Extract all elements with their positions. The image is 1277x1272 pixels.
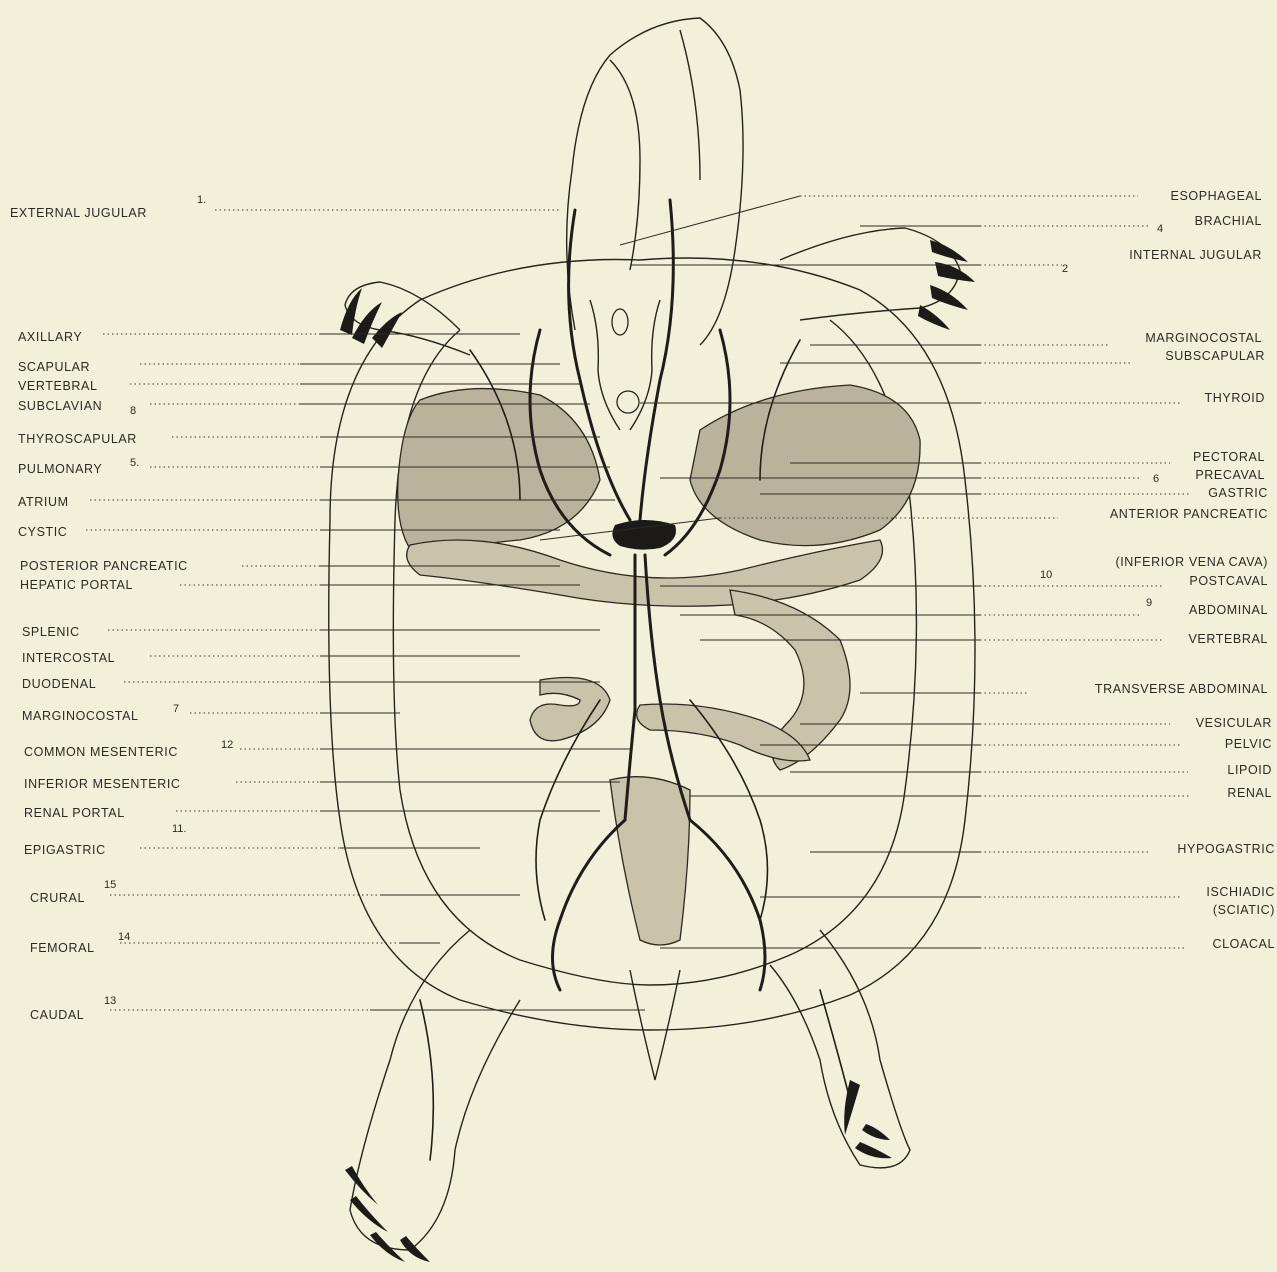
liver-right-lobe: [690, 385, 920, 546]
label-inferior-mesenteric: INFERIOR MESENTERIC: [24, 777, 181, 791]
label-precaval: PRECAVAL: [1195, 468, 1265, 482]
number-caudal: 13: [104, 995, 116, 1007]
label-common-mesenteric: COMMON MESENTERIC: [24, 745, 178, 759]
label-brachial: BRACHIAL: [1195, 214, 1262, 228]
number-internal-jugular: 2: [1062, 263, 1068, 275]
label-postcaval: POSTCAVAL: [1189, 574, 1268, 588]
label-esophageal: ESOPHAGEAL: [1171, 189, 1262, 203]
label-hypogastric: HYPOGASTRIC: [1177, 842, 1275, 856]
label-thyroid: THYROID: [1205, 391, 1265, 405]
label-intercostal: INTERCOSTAL: [22, 651, 115, 665]
number-external-jugular: 1.: [197, 194, 206, 206]
label-hepatic-portal: HEPATIC PORTAL: [20, 578, 133, 592]
number-subclavian: 8: [130, 405, 136, 417]
label-cystic: CYSTIC: [18, 525, 67, 539]
label-ischiadic: ISCHIADIC: [1206, 885, 1275, 899]
label-posterior-pancreatic: POSTERIOR PANCREATIC: [20, 559, 188, 573]
number-brachial: 4: [1157, 223, 1163, 235]
number-inferior-vena-cava: 10: [1040, 569, 1052, 581]
label-external-jugular: EXTERNAL JUGULAR: [10, 206, 147, 220]
label-axillary: AXILLARY: [18, 330, 82, 344]
head-outline: [567, 18, 743, 345]
label-duodenal: DUODENAL: [22, 677, 96, 691]
label-scapular: SCAPULAR: [18, 360, 90, 374]
number-pulmonary: 5.: [130, 457, 139, 469]
label-epigastric: EPIGASTRIC: [24, 843, 106, 857]
label-pectoral: PECTORAL: [1193, 450, 1265, 464]
cloaca-region: [610, 777, 690, 945]
label-renal-portal: RENAL PORTAL: [24, 806, 125, 820]
number-femoral: 14: [118, 931, 130, 943]
number-crural: 15: [104, 879, 116, 891]
label-pelvic: PELVIC: [1225, 737, 1272, 751]
right-hindlimb: [770, 930, 910, 1168]
label-renal: RENAL: [1227, 786, 1272, 800]
label-internal-jugular: INTERNAL JUGULAR: [1129, 248, 1262, 262]
intestine-loop-left: [530, 678, 610, 741]
label-vertebral-left: VERTEBRAL: [18, 379, 98, 393]
label-splenic: SPLENIC: [22, 625, 80, 639]
number-abdominal: 9: [1146, 597, 1152, 609]
number-precaval: 6: [1153, 473, 1159, 485]
label-cloacal: CLOACAL: [1212, 937, 1275, 951]
label-thyroscapular: THYROSCAPULAR: [18, 432, 137, 446]
number-marginocostal: 7: [173, 703, 179, 715]
tail: [630, 970, 680, 1080]
label-transverse-abdominal: TRANSVERSE ABDOMINAL: [1095, 682, 1268, 696]
right-labels: ESOPHAGEAL BRACHIAL 4 INTERNAL JUGULAR 2…: [1040, 189, 1275, 951]
label-lipoid: LIPOID: [1227, 763, 1272, 777]
label-abdominal: ABDOMINAL: [1189, 603, 1268, 617]
intestine-loop-upper: [407, 540, 883, 606]
label-subclavian: SUBCLAVIAN: [18, 399, 102, 413]
label-gastric: GASTRIC: [1208, 486, 1268, 500]
label-vertebral-right: VERTEBRAL: [1188, 632, 1268, 646]
label-inferior-vena-cava: (INFERIOR VENA CAVA): [1115, 555, 1268, 569]
number-renal-portal: 11.: [172, 823, 186, 835]
number-common-mesenteric: 12: [221, 739, 233, 751]
label-subscapular: SUBSCAPULAR: [1165, 349, 1265, 363]
label-caudal: CAUDAL: [30, 1008, 84, 1022]
label-femoral: FEMORAL: [30, 941, 95, 955]
label-atrium: ATRIUM: [18, 495, 69, 509]
left-labels: EXTERNAL JUGULAR 1. AXILLARY SCAPULAR VE…: [10, 194, 233, 1022]
label-vesicular: VESICULAR: [1196, 716, 1272, 730]
vein-network: [420, 200, 850, 1160]
label-marginocostal-left: MARGINOCOSTAL: [22, 709, 139, 723]
label-anterior-pancreatic: ANTERIOR PANCREATIC: [1110, 507, 1268, 521]
label-marginocostal-right: MARGINOCOSTAL: [1145, 331, 1262, 345]
label-sciatic: (SCIATIC): [1213, 903, 1275, 917]
liver-left-lobe: [398, 389, 600, 560]
left-forelimb: [345, 282, 470, 355]
label-pulmonary: PULMONARY: [18, 462, 102, 476]
label-crural: CRURAL: [30, 891, 85, 905]
